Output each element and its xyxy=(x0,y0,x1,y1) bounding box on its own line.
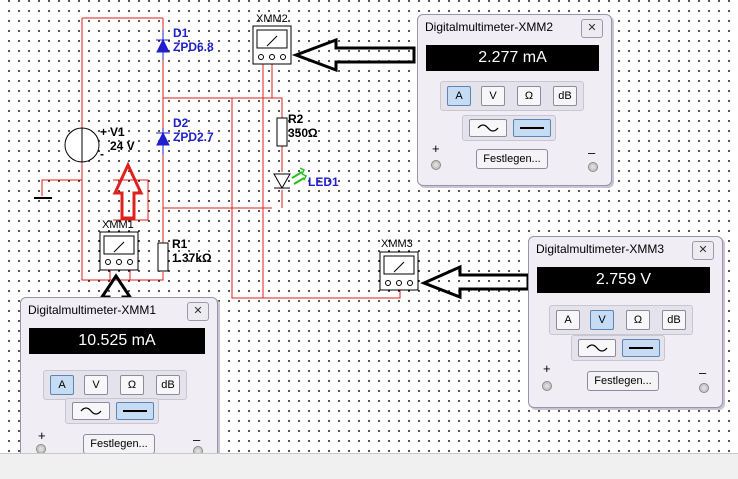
led-diode[interactable] xyxy=(273,167,308,190)
mode-button-ohm[interactable]: Ω xyxy=(626,310,650,330)
dc-button[interactable] xyxy=(513,119,551,137)
sine-wave-icon xyxy=(586,344,608,352)
signal-type-group xyxy=(462,115,556,141)
settings-button[interactable]: Festlegen... xyxy=(476,149,548,169)
multimeter-symbol-xmm2[interactable] xyxy=(252,25,292,65)
mode-button-group: A V Ω dB xyxy=(549,305,693,335)
plus-terminal-label: + xyxy=(38,428,46,443)
dc-line-icon xyxy=(123,410,147,412)
v1-plus: + xyxy=(100,125,107,139)
arrow-up-red-icon xyxy=(112,161,144,220)
r2-value: 350Ω xyxy=(288,126,318,140)
xmm3-symbol-label: XMM3 xyxy=(381,238,413,250)
mode-button-ampere[interactable]: A xyxy=(447,86,471,106)
xmm1-symbol-label: XMM1 xyxy=(102,219,134,231)
resistor-r2[interactable] xyxy=(276,117,288,147)
close-button[interactable]: ✕ xyxy=(692,241,714,260)
close-button[interactable]: ✕ xyxy=(581,19,603,38)
mode-button-ampere[interactable]: A xyxy=(556,310,580,330)
zener-diode-d2[interactable] xyxy=(156,128,170,155)
arrow-left-xmm3-icon xyxy=(420,264,530,300)
window-title: Digitalmultimeter-XMM2 xyxy=(425,20,554,34)
d2-value: ZPD2.7 xyxy=(173,130,214,144)
arrow-left-xmm2-icon xyxy=(291,37,416,73)
xmm2-symbol-label: XMM2 xyxy=(256,13,288,25)
sine-wave-icon xyxy=(477,124,499,132)
window-title: Digitalmultimeter-XMM1 xyxy=(28,303,157,317)
resistor-r1[interactable] xyxy=(157,242,169,272)
mode-button-volt[interactable]: V xyxy=(84,375,108,395)
minus-terminal-label: – xyxy=(193,432,201,447)
r1-name: R1 xyxy=(172,237,188,251)
dc-line-icon xyxy=(629,347,653,349)
mode-button-volt[interactable]: V xyxy=(481,86,505,106)
close-button[interactable]: ✕ xyxy=(187,302,209,321)
sine-wave-icon xyxy=(80,407,102,415)
plus-terminal-label: + xyxy=(432,141,440,156)
plus-terminal-label: + xyxy=(543,361,551,376)
dc-button[interactable] xyxy=(116,402,154,420)
minus-jack[interactable] xyxy=(699,383,709,393)
minus-terminal-label: – xyxy=(699,365,707,380)
meter-display: 2.759 V xyxy=(537,267,710,293)
mode-button-group: A V Ω dB xyxy=(43,370,187,400)
mode-button-volt[interactable]: V xyxy=(590,310,614,330)
zener-diode-d1[interactable] xyxy=(156,30,170,60)
wires-red xyxy=(41,17,401,299)
r2-name: R2 xyxy=(288,112,304,126)
voltage-source-v1[interactable] xyxy=(64,127,100,163)
minus-terminal-label: – xyxy=(588,145,596,160)
d1-value: ZPD6.8 xyxy=(173,40,214,54)
plus-jack[interactable] xyxy=(542,381,552,391)
bottom-status-bar xyxy=(0,453,738,479)
dc-line-icon xyxy=(520,127,544,129)
multimeter-window-xmm3[interactable]: Digitalmultimeter-XMM3 ✕ 2.759 V A V Ω d… xyxy=(528,236,723,408)
mode-button-group: A V Ω dB xyxy=(440,81,584,111)
mode-button-db[interactable]: dB xyxy=(156,375,180,395)
mode-button-ohm[interactable]: Ω xyxy=(120,375,144,395)
multimeter-symbol-xmm3[interactable] xyxy=(379,251,419,291)
ac-button[interactable] xyxy=(72,402,110,420)
plus-jack[interactable] xyxy=(431,160,441,170)
meter-display: 2.277 mA xyxy=(426,45,599,71)
signal-type-group xyxy=(65,398,159,424)
mode-button-db[interactable]: dB xyxy=(662,310,686,330)
led1-name: LED1 xyxy=(308,175,339,189)
ac-button[interactable] xyxy=(578,339,616,357)
window-title: Digitalmultimeter-XMM3 xyxy=(536,242,665,256)
mode-button-ohm[interactable]: Ω xyxy=(517,86,541,106)
mode-button-db[interactable]: dB xyxy=(553,86,577,106)
signal-type-group xyxy=(571,335,665,361)
multimeter-symbol-xmm1[interactable] xyxy=(99,231,139,271)
multimeter-window-xmm2[interactable]: Digitalmultimeter-XMM2 ✕ 2.277 mA A V Ω … xyxy=(417,14,612,186)
meter-display: 10.525 mA xyxy=(29,328,205,354)
v1-minus: - xyxy=(100,147,104,161)
d2-name: D2 xyxy=(173,116,189,130)
multimeter-window-xmm1[interactable]: Digitalmultimeter-XMM1 ✕ 10.525 mA A V Ω… xyxy=(20,297,218,469)
v1-value: 24 V xyxy=(110,139,135,153)
ac-button[interactable] xyxy=(469,119,507,137)
d1-name: D1 xyxy=(173,26,189,40)
minus-jack[interactable] xyxy=(588,162,598,172)
r1-value: 1.37kΩ xyxy=(172,251,212,265)
settings-button[interactable]: Festlegen... xyxy=(83,434,155,454)
v1-name: V1 xyxy=(110,125,125,139)
mode-button-ampere[interactable]: A xyxy=(50,375,74,395)
settings-button[interactable]: Festlegen... xyxy=(587,371,659,391)
dc-button[interactable] xyxy=(622,339,660,357)
